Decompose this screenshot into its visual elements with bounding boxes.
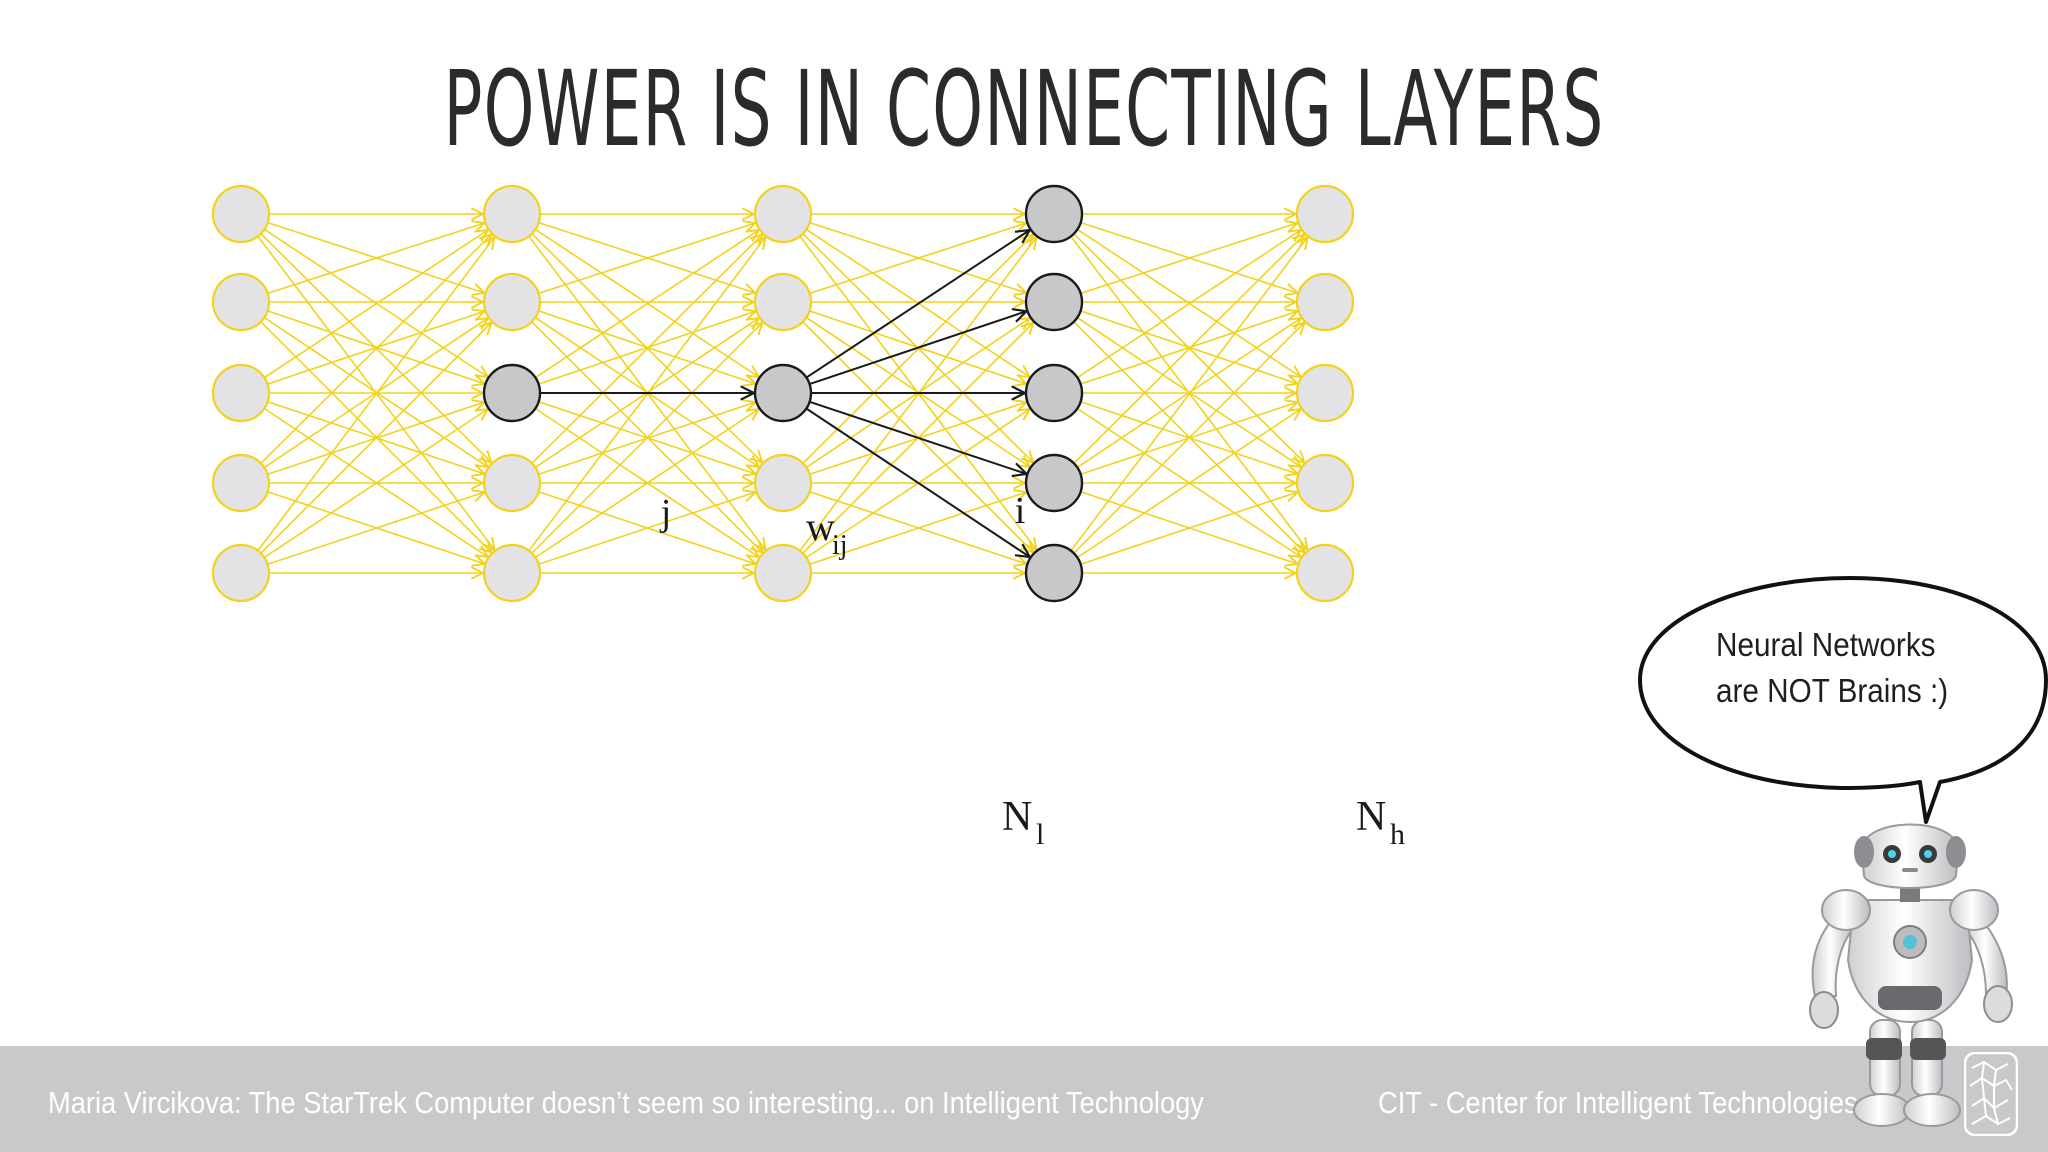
connection-edge (1076, 409, 1301, 559)
connection-edge (538, 223, 756, 295)
neuron (482, 453, 542, 513)
connection-edge (257, 237, 495, 552)
neuron (211, 184, 271, 244)
neuron (211, 363, 271, 423)
cit-logo (1964, 1052, 2018, 1136)
speech-line-1: Neural Networks (1716, 626, 1936, 663)
connection-edge (267, 223, 485, 295)
neuron (1295, 453, 1355, 513)
node-i-label: i (1015, 490, 1026, 532)
neuron (1295, 543, 1355, 603)
neuron (1295, 363, 1355, 423)
connection-edge (263, 409, 488, 559)
neuron-active (482, 363, 542, 423)
neuron (753, 543, 813, 603)
layer-l-subscript: l (1036, 818, 1044, 851)
neuron (753, 272, 813, 332)
diagram-labels: j i w ij N l N h (659, 490, 1405, 851)
layer-h-label: N (1356, 794, 1386, 840)
connection-edge (1073, 323, 1305, 554)
connection-edge (267, 311, 485, 385)
connection-edge (534, 409, 759, 559)
layer-h-subscript: h (1390, 818, 1405, 851)
layer-l-label: N (1002, 794, 1032, 840)
speech-bubble-text: Neural Networks are NOT Brains :) (1716, 622, 1948, 714)
speech-bubble (1638, 576, 2048, 824)
neuron-active (1024, 184, 1084, 244)
neuron-active (1024, 453, 1084, 513)
footer-presenter-text: Maria Vircikova: The StarTrek Computer d… (48, 1085, 1204, 1120)
connection-edge (809, 492, 1027, 565)
neuron (482, 184, 542, 244)
neuron (753, 184, 813, 244)
neuron-active (753, 363, 813, 423)
weight-subscript: ij (832, 530, 848, 561)
connection-edge (1070, 237, 1308, 552)
connection-edge (1076, 230, 1300, 379)
footer-bar (0, 1046, 2048, 1152)
connection-edge (802, 234, 1034, 464)
neuron (482, 272, 542, 332)
neuron-active (1024, 543, 1084, 603)
neuron (211, 453, 271, 513)
connection-edge (260, 323, 492, 554)
connection-edge (1080, 223, 1298, 295)
highlighted-edge (805, 230, 1029, 379)
connection-edge (531, 323, 763, 554)
neurons (211, 184, 1355, 603)
speech-line-2: are NOT Brains :) (1716, 672, 1949, 709)
connection-edge (531, 234, 763, 464)
connection-edge (267, 492, 485, 565)
connection-edge (1073, 234, 1305, 464)
neuron-active (1024, 363, 1084, 423)
neuron (211, 543, 271, 603)
connection-edge (260, 234, 492, 464)
connection-edge (1080, 311, 1298, 385)
neuron (753, 453, 813, 513)
neuron (211, 272, 271, 332)
neuron (482, 543, 542, 603)
connection-edge (1080, 492, 1298, 565)
node-j-label: j (659, 492, 672, 534)
connection-edge (263, 230, 487, 379)
footer-organization-text: CIT - Center for Intelligent Technologie… (1378, 1085, 1858, 1120)
connection-edge (538, 492, 756, 565)
weight-label: w (806, 504, 835, 549)
highlighted-edge (805, 407, 1030, 558)
connection-edge (538, 311, 756, 385)
slide-title: POWER IS IN CONNECTING LAYERS (443, 48, 1605, 170)
humanoid-robot-illustration (1809, 823, 2013, 1127)
highlighted-edge (809, 400, 1027, 474)
connection-edge (809, 223, 1027, 295)
connection-edge (534, 230, 758, 379)
highlighted-connections (540, 230, 1030, 557)
neuron (1295, 272, 1355, 332)
neuron-active (1024, 272, 1084, 332)
highlighted-edge (809, 311, 1027, 386)
neuron (1295, 184, 1355, 244)
